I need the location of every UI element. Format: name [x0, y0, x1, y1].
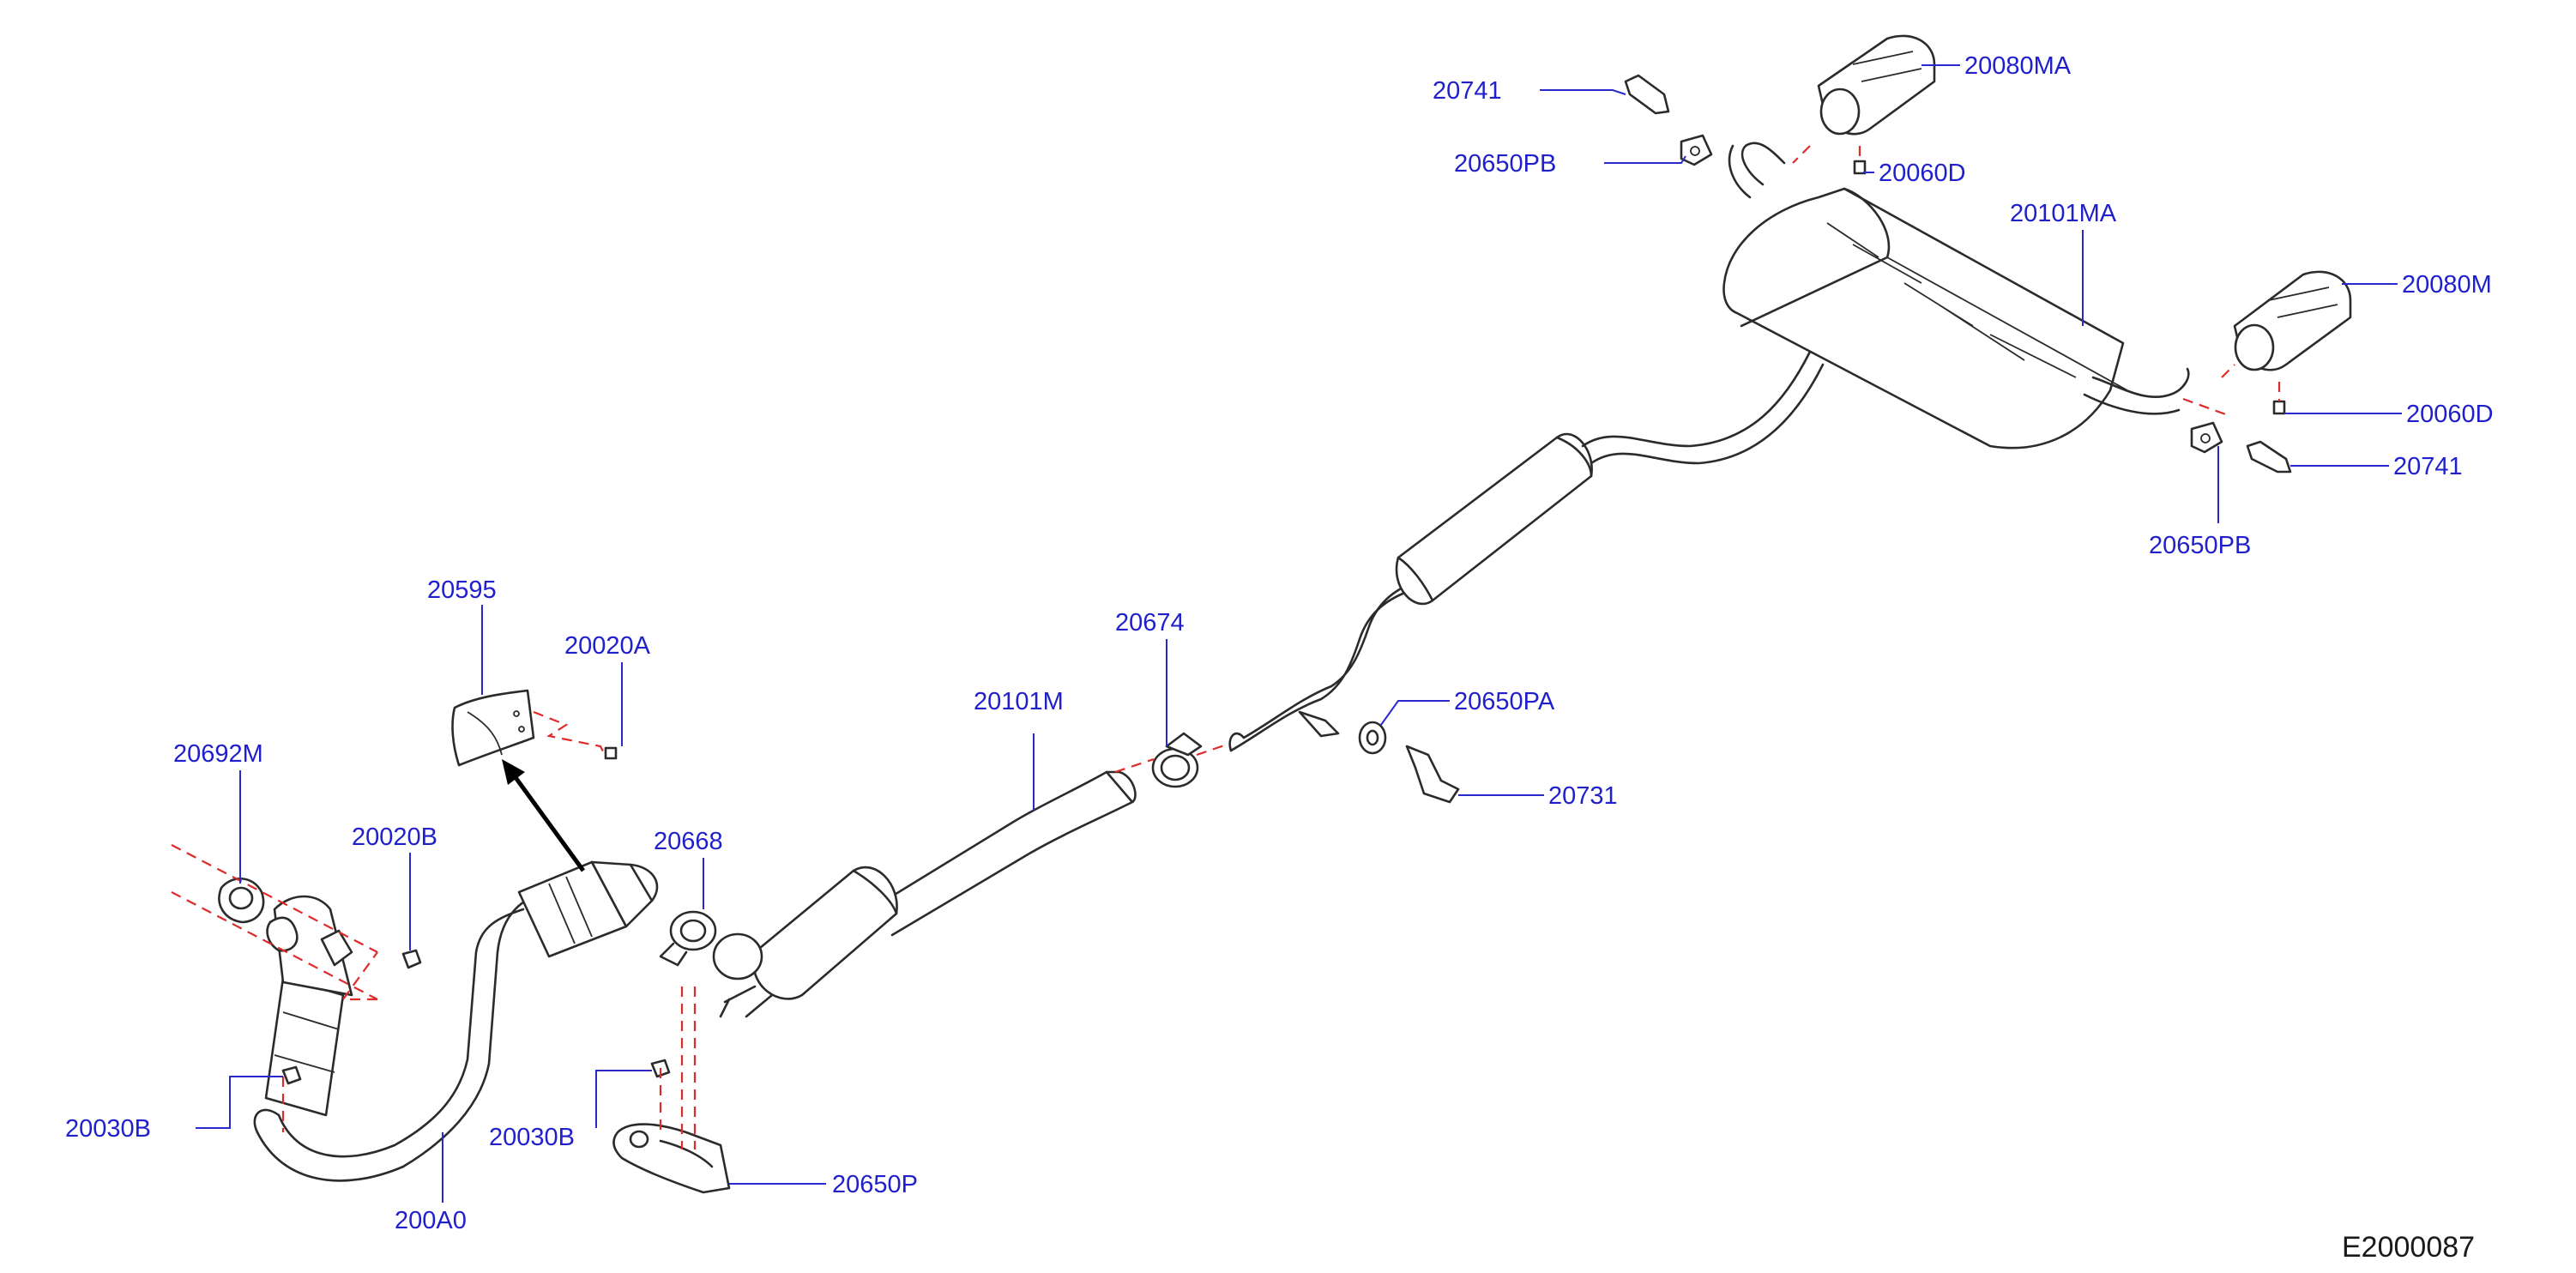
diagram-id: E2000087 [2342, 1231, 2475, 1264]
callout-20650pb-upper: 20650PB [1454, 150, 1556, 178]
main-muffler-20101ma [1722, 142, 2190, 449]
bracket-20650p [612, 1123, 731, 1194]
mount-rubber-20650pa [1358, 721, 1387, 755]
hanger-main-pipe [1298, 710, 1340, 738]
bolt-20060d-upper [1853, 160, 1867, 175]
tail-tip-20080m [2233, 270, 2352, 371]
callout-20080m: 20080M [2402, 271, 2492, 299]
callout-20731: 20731 [1548, 782, 1618, 810]
front-tube-200a0 [253, 860, 659, 1182]
assembly-dashed-lines [171, 145, 2281, 1149]
main-pipe [1228, 350, 1825, 752]
callout-20101m: 20101M [974, 688, 1064, 715]
callout-20060d-lower: 20060D [2406, 401, 2494, 428]
leader-lines [196, 64, 2402, 1203]
callout-20668: 20668 [654, 828, 723, 855]
callout-20020b: 20020B [352, 824, 437, 851]
callout-20080ma: 20080MA [1964, 52, 2072, 80]
callout-20650pb-lower: 20650PB [2149, 532, 2251, 559]
bolt-20020a [604, 746, 618, 760]
tail-tip-20080ma [1817, 34, 1936, 136]
callout-200a0: 200A0 [395, 1207, 467, 1234]
callout-20650pa: 20650PA [1454, 688, 1555, 715]
callout-20060d-upper: 20060D [1879, 160, 1966, 187]
nut-20030b-left [281, 1065, 302, 1085]
bracket-20741-upper [1624, 74, 1670, 115]
insulator-20595 [451, 689, 535, 767]
callout-20741-upper: 20741 [1433, 77, 1502, 105]
callout-20741-lower: 20741 [2393, 453, 2463, 480]
callout-20692m: 20692M [173, 740, 263, 768]
center-pipe-20101m [712, 770, 1137, 1018]
bracket-20731 [1405, 745, 1460, 804]
bracket-20741-lower [2246, 440, 2292, 474]
gasket-20668 [659, 910, 717, 967]
callout-20030b-left: 20030B [65, 1115, 151, 1143]
nut-20020b [401, 949, 422, 969]
callout-20030b-right: 20030B [489, 1124, 575, 1151]
callout-20674: 20674 [1115, 609, 1185, 636]
callout-20650p: 20650P [832, 1171, 918, 1198]
clamp-20674 [1151, 732, 1203, 788]
callout-20595: 20595 [427, 576, 497, 604]
callout-20101ma: 20101MA [2010, 200, 2117, 227]
mount-rubber-20650pb-upper [1680, 134, 1713, 166]
callout-20020a: 20020A [564, 632, 651, 660]
removal-arrow [502, 759, 586, 872]
gasket-20692m [218, 878, 265, 924]
bolt-20060d-lower [2272, 400, 2286, 415]
mount-rubber-20650pb-lower [2190, 421, 2223, 454]
